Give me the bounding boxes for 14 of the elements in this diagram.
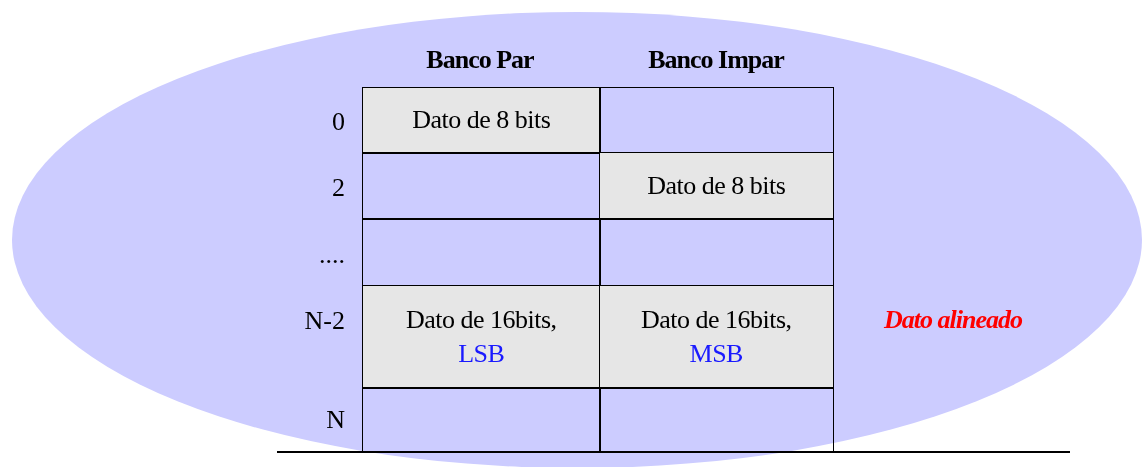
cell-text: Dato de 16bits, xyxy=(640,303,792,336)
cell-text: Dato de 16bits, xyxy=(405,303,557,336)
column-header: Banco Impar xyxy=(648,45,784,75)
row-address: 2 xyxy=(332,173,345,203)
cell-text: Dato de 8 bits xyxy=(647,169,786,202)
alignment-note: Dato alineado xyxy=(884,305,1022,335)
row-address: .... xyxy=(319,240,345,270)
column-header: Banco Par xyxy=(426,45,534,75)
byte-tag: MSB xyxy=(689,336,743,371)
row-address: N-2 xyxy=(304,306,345,336)
byte-tag: LSB xyxy=(458,336,505,371)
row-address: N xyxy=(326,405,345,435)
row-address: 0 xyxy=(332,107,345,137)
cell-text: Dato de 8 bits xyxy=(412,104,551,137)
